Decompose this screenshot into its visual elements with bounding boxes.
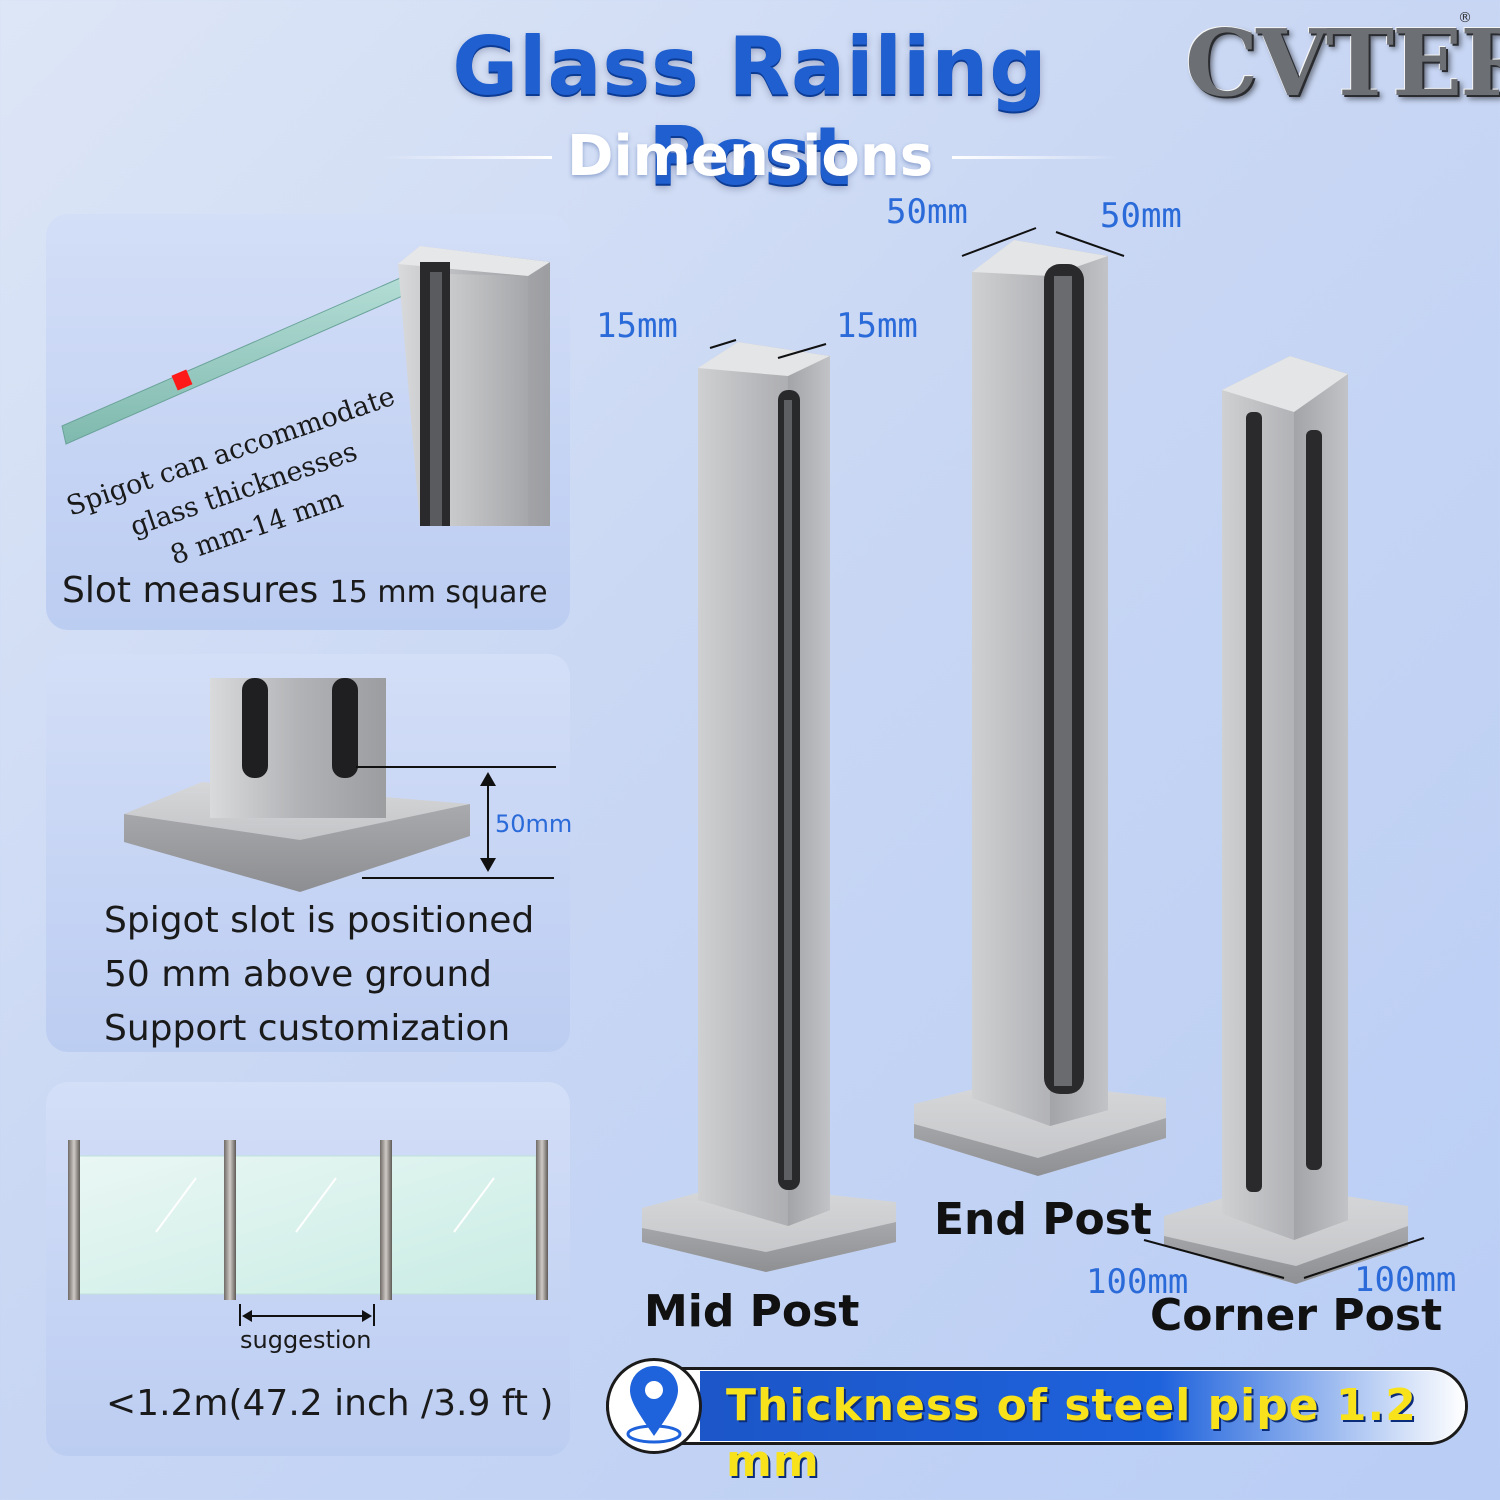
subtitle-line-right <box>952 156 1120 159</box>
corner-post <box>1164 356 1408 1284</box>
spigot-note-line2: 50 mm above ground <box>104 954 493 995</box>
mid-post <box>642 342 896 1272</box>
thickness-banner-fill <box>700 1371 1465 1441</box>
corner-post-dim-right: 100mm <box>1354 1260 1457 1300</box>
corner-post-dim-left: 100mm <box>1086 1262 1189 1302</box>
location-pin-icon <box>626 1366 682 1444</box>
page-subtitle: Dimensions <box>566 124 934 189</box>
mid-post-label: Mid Post <box>644 1286 860 1337</box>
dimension-arrows <box>709 227 1425 1279</box>
spigot-note-line3: Support customization <box>104 1008 511 1049</box>
slot-caption-small: 15 mm square <box>329 575 548 610</box>
spigot-note: Spigot slot is positioned 50 mm above gr… <box>104 894 534 1056</box>
posts-illustration <box>642 227 1425 1284</box>
thickness-text: Thickness of steel pipe 1.2 mm <box>726 1380 1417 1487</box>
mid-post-dim-right: 15mm <box>836 306 918 346</box>
mid-post-dim-left: 15mm <box>596 306 678 346</box>
slot-caption-main: Slot measures <box>62 570 330 611</box>
spigot-note-line1: Spigot slot is positioned <box>104 900 535 941</box>
end-post-dim-left: 50mm <box>886 192 968 232</box>
registered-mark: ® <box>1458 10 1472 26</box>
subtitle-line-left <box>380 156 552 159</box>
brand-logo: CVTER <box>1185 9 1500 117</box>
page-title: Glass Railing Post <box>452 20 1048 203</box>
end-post <box>914 240 1166 1176</box>
suggestion-label: suggestion <box>240 1326 372 1354</box>
base-height-dimension: 50mm <box>495 810 573 838</box>
end-post-label: End Post <box>934 1194 1152 1245</box>
slot-caption: Slot measures 15 mm square <box>62 570 548 611</box>
spacing-value: <1.2m(47.2 inch /3.9 ft ) <box>106 1383 554 1424</box>
base-illustration <box>124 678 556 892</box>
spacing-illustration <box>68 1140 548 1326</box>
slot-illustration <box>61 246 550 526</box>
end-post-dim-right: 50mm <box>1100 196 1182 236</box>
corner-post-label: Corner Post <box>1150 1290 1443 1341</box>
